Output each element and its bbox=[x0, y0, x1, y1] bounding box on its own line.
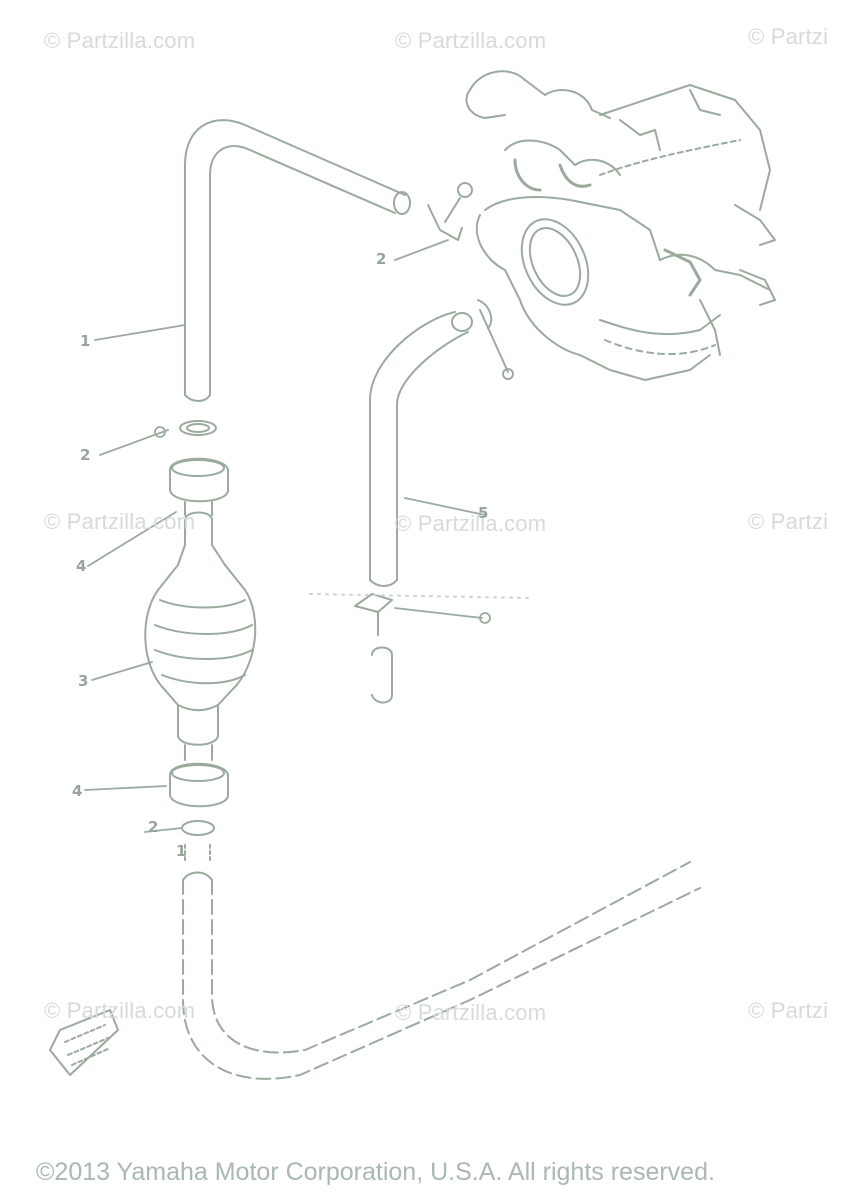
fuel-hose-main bbox=[184, 119, 411, 402]
watermark: © Partzilla.com bbox=[44, 509, 196, 534]
leader-lines bbox=[84, 239, 491, 833]
tank-hose-end bbox=[182, 871, 213, 881]
hose-clip-upper bbox=[427, 182, 473, 241]
hose-clip-lower bbox=[181, 820, 215, 863]
watermark: © Partzilla.com bbox=[395, 28, 547, 53]
callout-label: 4 bbox=[76, 557, 87, 575]
watermark: © Partzi bbox=[748, 509, 829, 534]
watermark: © Partzilla.com bbox=[395, 1000, 547, 1025]
fuel-hose-tank bbox=[182, 861, 701, 1080]
watermark: © Partzilla.com bbox=[44, 28, 196, 53]
watermark: © Partzi bbox=[748, 998, 829, 1023]
callout-label: 5 bbox=[478, 504, 489, 522]
fuel-hose-secondary bbox=[369, 299, 514, 587]
watermark: © Partzilla.com bbox=[395, 511, 547, 536]
copyright-notice: ©2013 Yamaha Motor Corporation, U.S.A. A… bbox=[36, 1158, 715, 1186]
watermark: © Partzilla.com bbox=[44, 998, 196, 1023]
primer-bulb bbox=[144, 511, 257, 761]
watermark: © Partzi bbox=[748, 24, 829, 49]
callout-label: 1 bbox=[176, 842, 187, 860]
joint-upper bbox=[169, 457, 229, 516]
joint-lower bbox=[169, 762, 229, 808]
hose-clip-mid bbox=[179, 420, 217, 436]
tank-connector bbox=[49, 1009, 119, 1076]
carburetor-assembly bbox=[465, 70, 776, 381]
callout-label: 4 bbox=[72, 782, 83, 800]
callout-label: 2 bbox=[376, 250, 387, 268]
callout-label: 1 bbox=[80, 332, 91, 350]
hose-clip-secondary bbox=[354, 593, 393, 704]
callout-label: 3 bbox=[78, 672, 89, 690]
faint-line bbox=[309, 593, 531, 599]
callout-label: 2 bbox=[148, 818, 159, 836]
callout-label: 2 bbox=[80, 446, 91, 464]
